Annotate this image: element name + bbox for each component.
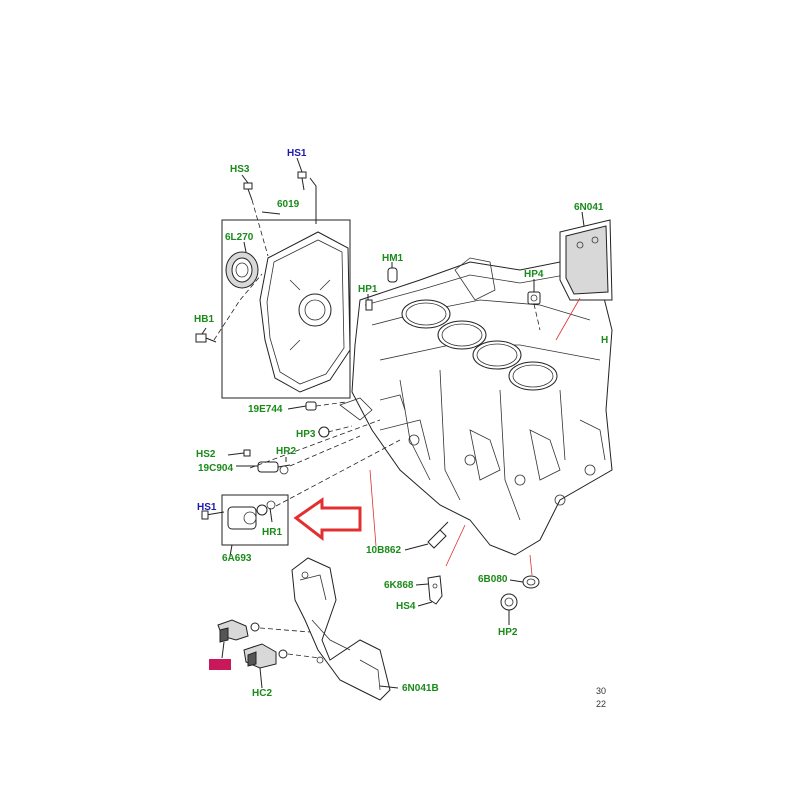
label-hr1: HR1	[262, 527, 283, 538]
plug-hp2	[500, 593, 518, 611]
label-6k868: 6K868	[384, 580, 414, 591]
label-19e744: 19E744	[248, 404, 283, 415]
reference-line-2: 22	[596, 699, 607, 709]
plug-hp1	[365, 299, 373, 311]
label-hp4: HP4	[524, 269, 544, 280]
label-hs2: HS2	[196, 449, 216, 460]
plug-hp3	[318, 426, 330, 438]
cam-cover-6n041	[559, 219, 613, 301]
label-hs4: HS4	[396, 601, 416, 612]
label-hb1: HB1	[194, 314, 215, 325]
label-hr2: HR2	[276, 446, 297, 457]
plug-hp4	[527, 291, 541, 305]
label-6l270: 6L270	[225, 232, 254, 243]
part-19e744	[305, 401, 317, 411]
label-19c904: 19C904	[198, 463, 234, 474]
label-hs3: HS3	[230, 164, 250, 175]
label-6n041: 6N041	[574, 202, 604, 213]
label-6019: 6019	[277, 199, 300, 210]
left-arrow-outline-icon	[293, 497, 362, 542]
bolt-hb1	[195, 333, 217, 343]
label-hs1-top: HS1	[287, 148, 307, 159]
label-hc1-highlighted: HC1	[209, 659, 232, 670]
bracket-6k868	[427, 575, 443, 605]
sensor-19c904	[227, 449, 291, 475]
clip-hc2	[243, 643, 288, 669]
reference-line-1: 30	[596, 686, 607, 696]
dowel-hm1	[387, 267, 398, 283]
label-hp1: HP1	[358, 284, 378, 295]
bolt-hs1-top	[297, 171, 307, 191]
oil-pump-group-6a693	[201, 494, 289, 546]
label-6n041b: 6N041B	[402, 683, 439, 694]
assembly-dashed-lines	[213, 199, 541, 659]
label-6a693: 6A693	[222, 553, 252, 564]
lower-cover-6n041b	[291, 557, 391, 701]
label-10b862: 10B862	[366, 545, 402, 556]
red-reference-lines	[369, 297, 581, 576]
engine-block	[339, 257, 613, 556]
label-h-right: H	[601, 335, 609, 346]
timing-cover-group	[221, 219, 351, 399]
label-hc2: HC2	[252, 688, 273, 699]
label-hs1-mid: HS1	[197, 502, 217, 513]
bolt-hs3	[243, 182, 253, 201]
seal-6b080	[522, 575, 540, 589]
label-hp3: HP3	[296, 429, 316, 440]
clip-hc1	[217, 619, 260, 643]
label-hp2: HP2	[498, 627, 518, 638]
sensor-10b862	[427, 521, 449, 549]
label-hm1: HM1	[382, 253, 404, 264]
label-6b080: 6B080	[478, 574, 508, 585]
